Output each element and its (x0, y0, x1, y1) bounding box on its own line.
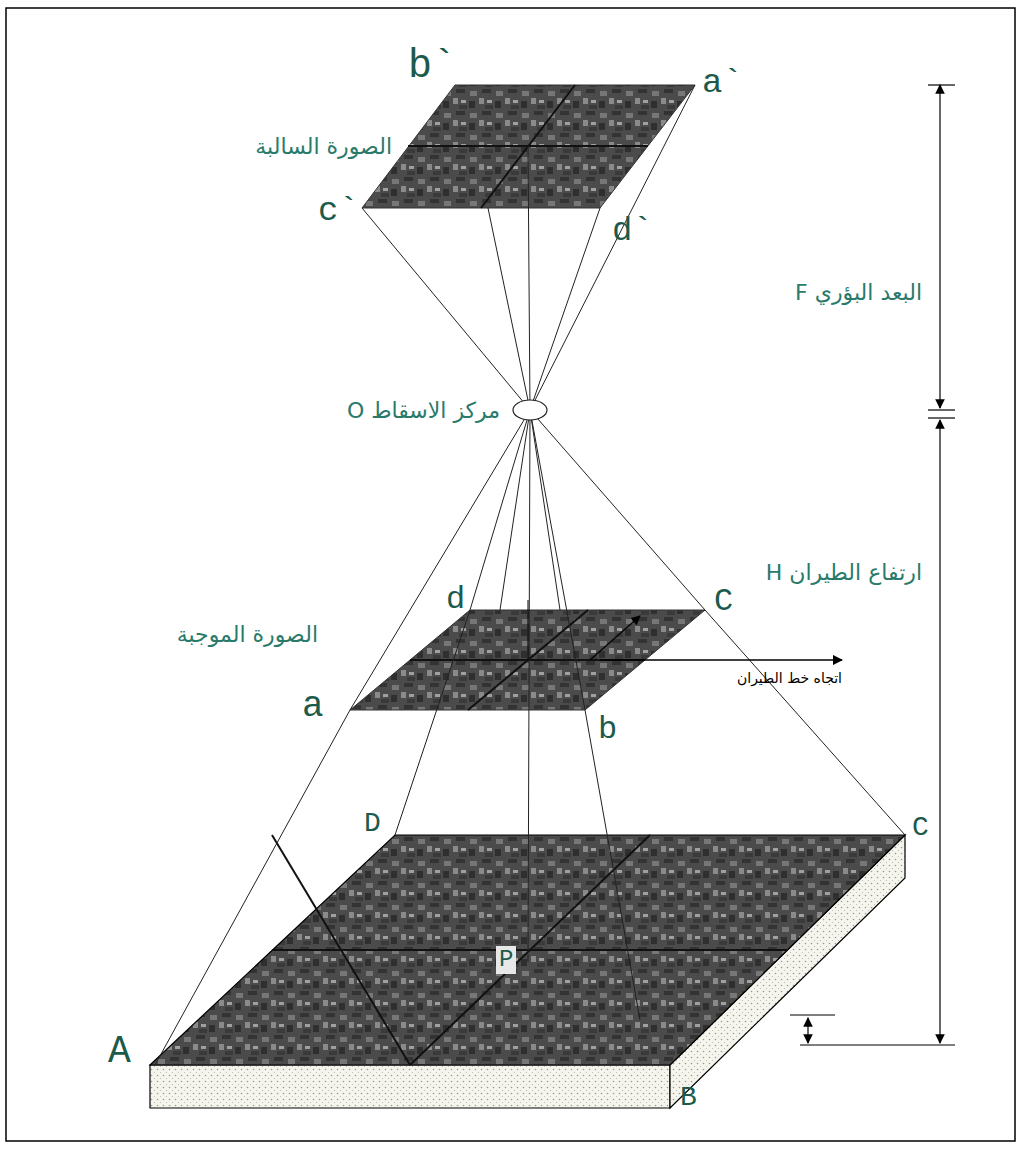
projection-center-lens (513, 400, 547, 420)
corner-letter: C (912, 812, 929, 844)
corner-letter: d` (612, 212, 653, 251)
axis-line (528, 600, 529, 660)
corner-letter: D (364, 808, 381, 840)
corner-letter: a (302, 686, 324, 727)
dimension-label: ارتفاع الطيران H (766, 560, 922, 585)
point-label: P (496, 946, 516, 974)
frame (6, 8, 1015, 1141)
ground-grid-line (410, 835, 650, 1065)
corner-letter: C (714, 584, 733, 621)
image-label: الصورة السالبة (255, 134, 392, 159)
corner-letter: c` (318, 192, 359, 231)
corner-letter: b` (408, 44, 456, 90)
point-label: مركز الاسقاط O (347, 398, 500, 423)
ground-photo-face (150, 835, 905, 1065)
corner-letter: b (598, 712, 617, 749)
image-label: الصورة الموجبة (177, 622, 318, 647)
axis-arrow (590, 616, 640, 660)
corner-letter: A (108, 1030, 131, 1074)
corner-letter: B (680, 1082, 697, 1114)
direction-label: اتجاه خط الطيران (737, 670, 842, 686)
corner-letter: a` (702, 64, 743, 103)
dimension-label: البعد البؤري F (795, 280, 922, 305)
flight-direction-arrow (600, 659, 842, 660)
ground-front-face (150, 1065, 670, 1108)
corner-letter: d (446, 582, 465, 619)
